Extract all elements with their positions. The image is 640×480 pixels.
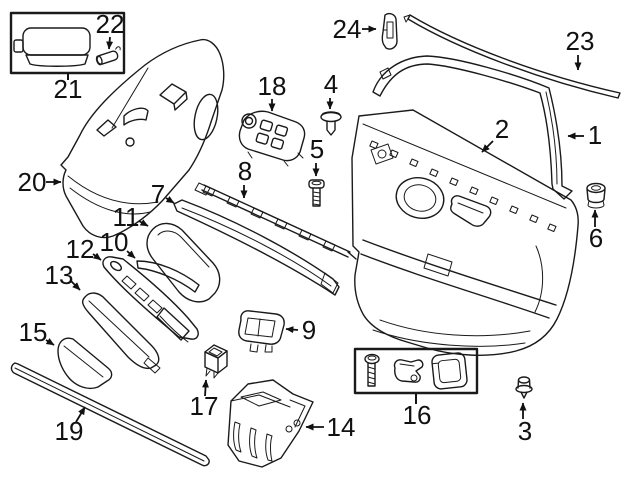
callout-16: 16	[403, 394, 432, 430]
callout-24: 24	[333, 14, 377, 44]
callout-10-arrow	[126, 250, 136, 259]
callout-11: 11	[113, 202, 149, 232]
part-2-door-trim-panel	[351, 109, 579, 356]
callout-16-number: 16	[403, 400, 432, 430]
callout-23-number: 23	[566, 26, 595, 56]
callout-9-number: 9	[302, 315, 316, 345]
callout-14-number: 14	[327, 412, 356, 442]
callout-1: 1	[567, 120, 602, 150]
callout-15-number: 15	[19, 317, 48, 347]
callout-5: 5	[310, 134, 324, 177]
part-7-trim-strip	[173, 199, 340, 296]
callout-17-number: 17	[190, 391, 219, 421]
callout-20: 20	[18, 167, 62, 197]
part-16-fastener-kit-box	[353, 347, 479, 395]
callout-7: 7	[151, 179, 175, 209]
part-23-trim-strip	[403, 14, 621, 99]
callout-1-number: 1	[588, 120, 602, 150]
callout-6-number: 6	[589, 223, 603, 253]
part-4-push-clip	[320, 111, 342, 136]
callout-24-number: 24	[333, 14, 362, 44]
callout-17-arrow	[202, 379, 210, 397]
callout-13: 13	[45, 260, 81, 291]
part-19-weatherstrip	[10, 362, 210, 467]
part-16-grommet	[431, 352, 468, 390]
part-14-door-pocket	[227, 379, 314, 468]
part-22-pin-clip	[95, 46, 121, 66]
callout-2-number: 2	[495, 114, 509, 144]
callout-7-arrow	[165, 196, 175, 204]
callout-5-number: 5	[310, 134, 324, 164]
callout-19-arrow	[75, 406, 86, 423]
callout-19: 19	[55, 406, 86, 446]
callout-18-number: 18	[258, 71, 287, 101]
callout-3: 3	[518, 402, 532, 446]
part-8-clip-strip	[194, 182, 357, 260]
callout-12-number: 12	[66, 234, 95, 264]
callout-15-arrow	[45, 338, 55, 346]
part-12-switch-carrier	[102, 256, 199, 343]
callout-12-arrow	[92, 252, 102, 261]
callout-8-number: 8	[238, 156, 252, 186]
callout-13-number: 13	[45, 260, 74, 290]
part-9-handle-bezel	[238, 310, 285, 353]
part-3-push-rivet	[515, 376, 533, 399]
part-17-lock-switch	[204, 344, 228, 379]
callout-10-number: 10	[100, 227, 129, 257]
part-13-sill-trim	[81, 292, 161, 374]
part-15-triangle-cover	[57, 337, 113, 390]
callout-2: 2	[481, 114, 509, 153]
callout-2-arrow	[481, 140, 494, 153]
callout-7-number: 7	[151, 179, 165, 209]
callout-4: 4	[324, 69, 338, 110]
callout-3-number: 3	[518, 416, 532, 446]
callout-17: 17	[190, 379, 219, 421]
callout-9: 9	[285, 315, 316, 345]
part-21-speaker-grille-box	[9, 11, 126, 75]
part-24-retaining-clip	[381, 12, 398, 50]
callout-13-arrow	[70, 280, 81, 291]
part-1-window-frame-trim	[372, 55, 573, 200]
callout-22-number: 22	[96, 9, 125, 39]
part-16-clip	[393, 359, 424, 383]
callout-11-arrow	[138, 219, 149, 227]
callout-21: 21	[54, 73, 82, 104]
callout-12: 12	[66, 234, 102, 264]
callout-14: 14	[305, 412, 356, 442]
callout-10: 10	[100, 227, 136, 259]
callout-22-arrow	[106, 36, 114, 50]
part-10-accent-strip	[136, 260, 200, 293]
callout-18: 18	[258, 71, 287, 112]
callout-20-number: 20	[18, 167, 47, 197]
callout-8: 8	[238, 156, 252, 199]
part-11-armrest-pad	[146, 222, 221, 303]
part-20-insulation-panel	[60, 38, 225, 239]
part-18-window-switch-cluster	[238, 110, 306, 167]
callout-6: 6	[589, 209, 603, 253]
part-6-grommet-nut	[586, 182, 606, 209]
part-16-screw	[364, 353, 380, 387]
callouts: 1 2 3 4 5 6 7 8	[18, 9, 604, 446]
callout-15: 15	[19, 317, 55, 347]
callout-9-arrow	[285, 326, 299, 334]
callout-19-number: 19	[55, 416, 84, 446]
callout-4-number: 4	[324, 69, 338, 99]
part-5-screw	[308, 179, 325, 207]
callout-23: 23	[566, 26, 595, 71]
callout-22: 22	[96, 9, 125, 50]
callout-11-number: 11	[113, 202, 140, 232]
